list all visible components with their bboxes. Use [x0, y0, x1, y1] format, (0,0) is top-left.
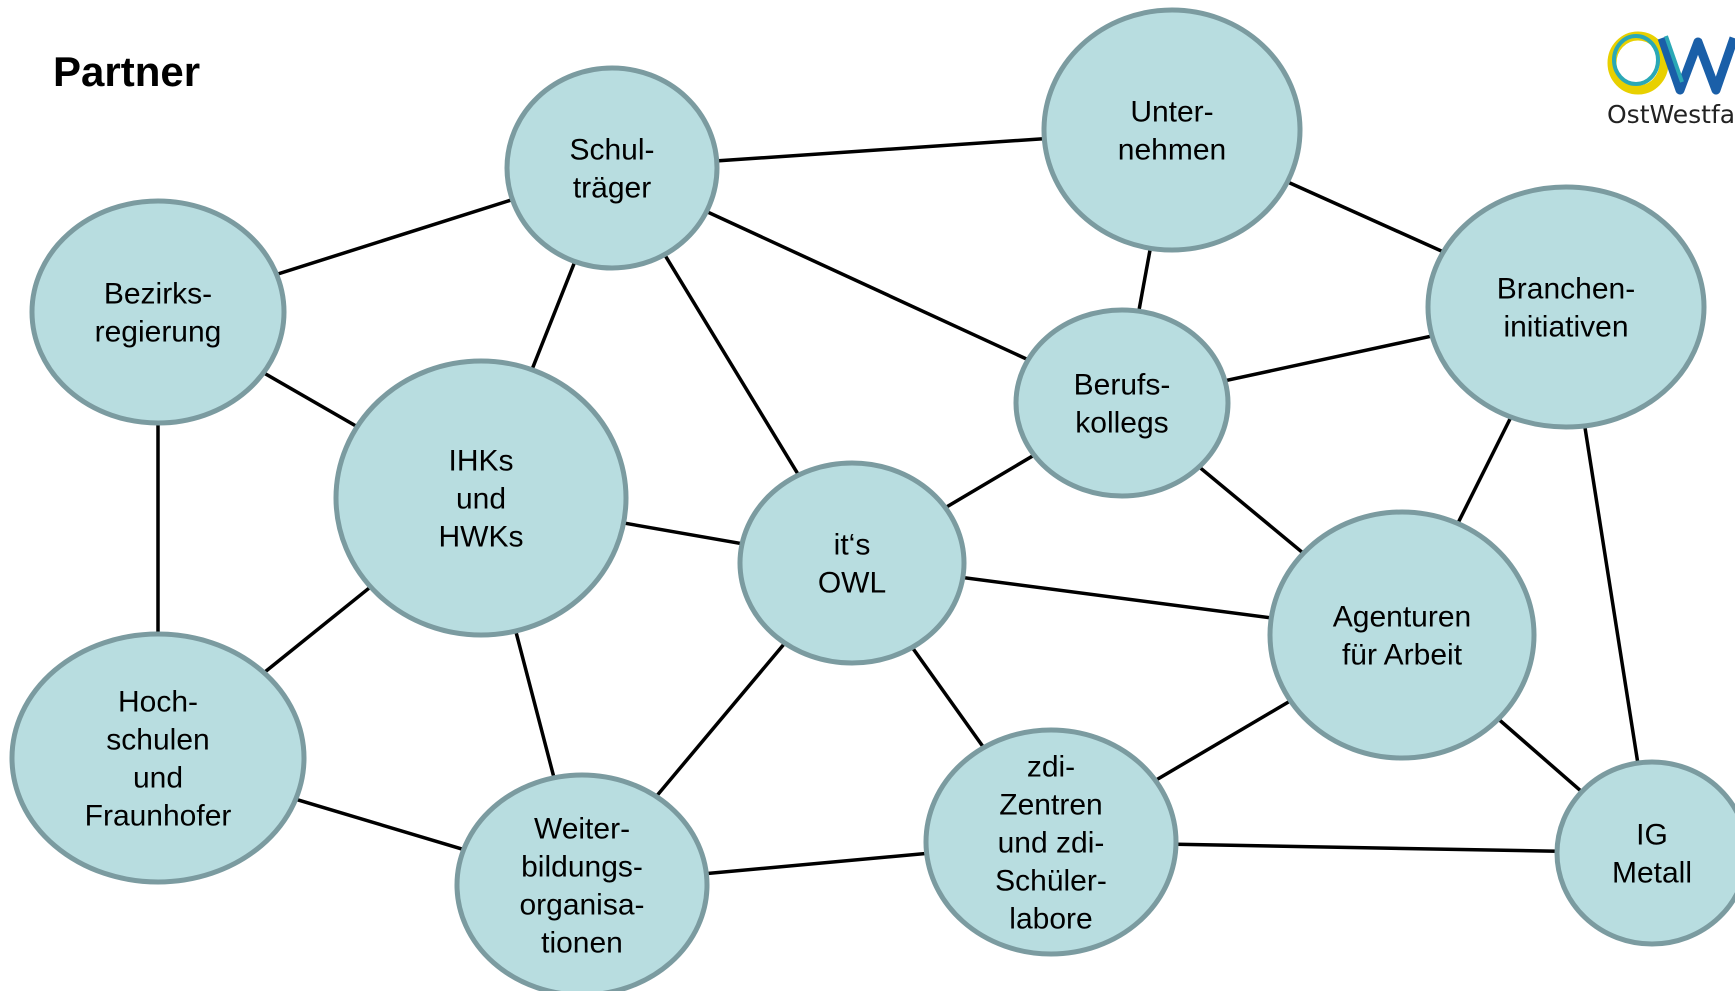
node-circle-itsowl: [737, 460, 967, 666]
node-weiterbildung: Weiter-bildungs-organisa-tionen: [454, 772, 710, 991]
node-label-itsowl: OWL: [818, 567, 886, 600]
node-berufskollegs: Berufs-kollegs: [1013, 307, 1231, 499]
node-label-berufskollegs: Berufs-: [1074, 369, 1171, 402]
node-label-unternehmen: nehmen: [1118, 134, 1226, 167]
node-circle-weiterbildung: [454, 772, 710, 991]
node-schultraeger: Schul-träger: [504, 65, 720, 271]
node-label-zdi: Zentren: [999, 789, 1102, 822]
node-circle-unternehmen: [1041, 7, 1303, 253]
node-label-berufskollegs: kollegs: [1075, 407, 1168, 440]
node-circle-bezirksregierung: [29, 198, 287, 426]
node-label-zdi: labore: [1009, 903, 1092, 936]
node-label-igmetall: IG: [1636, 819, 1668, 852]
node-label-ihks: und: [456, 483, 506, 516]
node-circle-berufskollegs: [1013, 307, 1231, 499]
node-circle-zdi: [923, 727, 1179, 957]
node-label-weiterbildung: tionen: [541, 927, 623, 960]
node-label-ihks: IHKs: [448, 445, 513, 478]
node-circle-brancheninitiativen: [1425, 184, 1707, 430]
node-label-brancheninitiativen: initiativen: [1503, 311, 1628, 344]
node-brancheninitiativen: Branchen-initiativen: [1425, 184, 1707, 430]
node-circle-schultraeger: [504, 65, 720, 271]
node-label-bezirksregierung: regierung: [95, 316, 222, 349]
node-label-itsowl: it‘s: [834, 529, 871, 562]
node-label-weiterbildung: Weiter-: [534, 813, 630, 846]
node-circle-ihks: [333, 358, 629, 638]
node-label-schultraeger: träger: [573, 172, 651, 205]
node-label-weiterbildung: bildungs-: [521, 851, 643, 884]
owl-logo-icon: [1607, 31, 1735, 95]
node-label-zdi: und zdi-: [998, 827, 1105, 860]
node-label-hochschulen: schulen: [106, 724, 209, 757]
node-zdi: zdi- Zentren und zdi- Schüler-labore: [923, 727, 1179, 957]
nodes-layer: Schul-träger Unter-nehmenBezirks-regierun…: [9, 7, 1735, 991]
node-circle-agenturen: [1267, 509, 1537, 761]
node-label-brancheninitiativen: Branchen-: [1497, 273, 1635, 306]
node-label-bezirksregierung: Bezirks-: [104, 278, 212, 311]
page-title: Partner: [53, 48, 201, 95]
node-label-weiterbildung: organisa-: [519, 889, 644, 922]
node-unternehmen: Unter-nehmen: [1041, 7, 1303, 253]
node-agenturen: Agenturen für Arbeit: [1267, 509, 1537, 761]
node-bezirksregierung: Bezirks-regierung: [29, 198, 287, 426]
node-circle-hochschulen: [9, 631, 307, 885]
node-circle-igmetall: [1554, 759, 1735, 947]
node-label-zdi: zdi-: [1027, 751, 1075, 784]
node-label-hochschulen: Hoch-: [118, 686, 198, 719]
node-igmetall: IG Metall: [1554, 759, 1735, 947]
node-label-ihks: HWKs: [439, 521, 524, 554]
node-label-agenturen: für Arbeit: [1342, 639, 1463, 672]
node-label-schultraeger: Schul-: [569, 134, 654, 167]
node-label-agenturen: Agenturen: [1333, 601, 1471, 634]
node-label-hochschulen: und: [133, 762, 183, 795]
logo-text: OstWestfa: [1607, 100, 1735, 129]
node-label-unternehmen: Unter-: [1130, 96, 1213, 129]
node-label-hochschulen: Fraunhofer: [85, 800, 232, 833]
node-label-igmetall: Metall: [1612, 857, 1692, 890]
node-label-zdi: Schüler-: [995, 865, 1107, 898]
